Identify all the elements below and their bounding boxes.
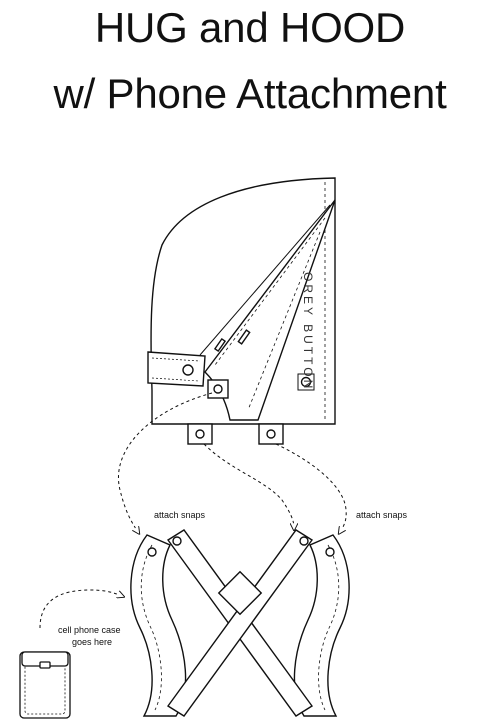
hug-cross-strap-b	[166, 529, 314, 717]
hug-center-patch	[217, 570, 263, 616]
hug-strap-left-stitch	[140, 544, 162, 711]
hood-strap	[147, 351, 206, 387]
attach-arrows	[39, 392, 347, 629]
phone-case-illustration	[19, 651, 71, 719]
hood-illustration	[147, 177, 336, 445]
arrow-hood-to-right-snap	[275, 443, 347, 532]
title-line-2: w/ Phone Attachment	[53, 70, 447, 117]
hug-illustration	[130, 529, 350, 717]
hug-strap-left	[130, 534, 187, 717]
arrow-hood-to-left-snap	[118, 392, 213, 532]
hug-snap-left-inner	[172, 536, 182, 546]
hood-slot	[237, 329, 251, 345]
brand-text: OREY BUTTON	[301, 272, 315, 391]
hug-snap-left-outer	[147, 547, 157, 557]
hug-snap-right-outer	[325, 547, 335, 557]
phone-case-label-line-1: cell phone case	[58, 625, 121, 635]
arrow-hood-to-center-snap	[203, 443, 294, 528]
hood-strap-stitch	[151, 357, 201, 362]
hood-flap-stitch	[214, 217, 326, 411]
arrow-phone-to-strap	[39, 589, 122, 629]
hood-slot	[213, 337, 227, 353]
hood-bottom-snap-left	[195, 429, 205, 439]
hood-brand-snap	[300, 376, 312, 388]
phone-case-clasp	[39, 661, 51, 669]
hood-strap-snap	[182, 364, 194, 376]
attach-snaps-label-right: attach snaps	[356, 510, 408, 520]
hood-flap-fold	[199, 204, 331, 356]
hood-flap-snap	[213, 384, 223, 394]
phone-case-label-line-2: goes here	[72, 637, 112, 647]
title-line-1: HUG and HOOD	[94, 4, 406, 51]
hug-snap-right-inner	[299, 536, 309, 546]
hug-strap-right	[293, 534, 350, 717]
attach-snaps-label-left: attach snaps	[154, 510, 206, 520]
hug-strap-right-stitch	[318, 544, 340, 711]
hood-bottom-snap-right	[266, 429, 276, 439]
